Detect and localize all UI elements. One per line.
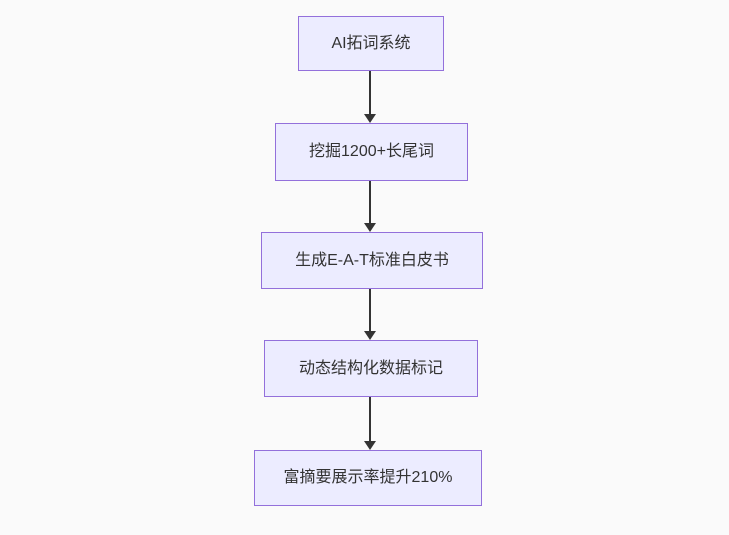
node-label: AI拓词系统 — [331, 34, 411, 52]
node-label: 生成E-A-T标准白皮书 — [295, 251, 449, 269]
flowchart-node-rich-snippet-result: 富摘要展示率提升210% — [254, 450, 482, 506]
arrow-line — [369, 397, 371, 441]
node-label: 挖掘1200+长尾词 — [309, 143, 434, 160]
arrow-line — [369, 289, 371, 331]
node-label: 动态结构化数据标记 — [298, 359, 443, 377]
flowchart-node-longtail-mining: 挖掘1200+长尾词 — [275, 123, 468, 181]
arrow-head-icon — [364, 114, 376, 123]
flowchart-node-eat-whitepaper: 生成E-A-T标准白皮书 — [261, 232, 483, 289]
arrow-head-icon — [364, 223, 376, 232]
flowchart-node-structured-data-markup: 动态结构化数据标记 — [264, 340, 478, 397]
node-label: 富摘要展示率提升210% — [283, 469, 453, 486]
arrow-head-icon — [364, 331, 376, 340]
arrow-line — [369, 71, 371, 114]
flowchart-node-ai-expansion-system: AI拓词系统 — [298, 16, 444, 71]
arrow-line — [369, 181, 371, 223]
arrow-head-icon — [364, 441, 376, 450]
